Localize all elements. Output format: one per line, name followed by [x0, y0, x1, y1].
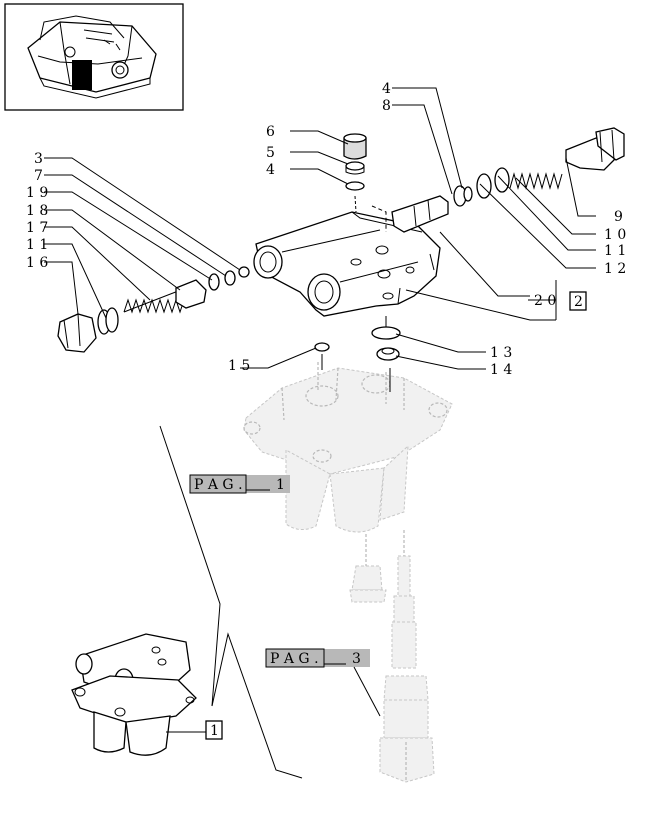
callout-5: 5	[266, 145, 275, 161]
page-ref-1[interactable]: P A G . 1	[189, 474, 290, 494]
callout-4-right: 4	[382, 81, 391, 97]
callout-3: 3	[34, 151, 43, 167]
callout-19: 1 9	[26, 185, 48, 201]
assembled-unit	[71, 633, 206, 756]
page-ref-1-number: 1	[276, 477, 285, 493]
page-ref-1-label: P A G .	[194, 477, 243, 493]
ghost-valve-body	[243, 362, 453, 783]
callout-16: 1 6	[26, 255, 48, 271]
top-cap-assembly	[343, 133, 387, 232]
callout-11-left: 1 1	[26, 237, 48, 253]
callout-13: 1 3	[490, 345, 512, 361]
thumbnail-overview	[4, 3, 184, 111]
right-plug-assembly	[391, 127, 625, 233]
boxed-references: 2 1	[205, 291, 587, 740]
callout-17: 1 7	[26, 220, 48, 236]
valve-block	[253, 211, 441, 317]
callout-9: 9	[614, 209, 623, 225]
leader-lines	[44, 87, 596, 370]
callout-14: 1 4	[490, 362, 512, 378]
left-plug-assembly	[57, 266, 250, 353]
callout-7: 7	[34, 168, 43, 184]
callout-6: 6	[266, 124, 275, 140]
callout-11-right: 1 1	[604, 243, 626, 259]
page-ref-3[interactable]: P A G . 3	[265, 648, 381, 717]
callout-4-top: 4	[266, 162, 275, 178]
callout-18: 1 8	[26, 203, 48, 219]
page-ref-3-number: 3	[352, 651, 361, 667]
box-ref-2[interactable]: 2	[574, 294, 583, 310]
callout-8: 8	[382, 98, 391, 114]
connector-lines	[159, 231, 556, 779]
box-ref-1[interactable]: 1	[210, 723, 219, 739]
page-ref-3-label: P A G .	[270, 651, 319, 667]
callout-12: 1 2	[604, 261, 626, 277]
callout-20: 2 0	[534, 293, 556, 309]
lower-seals	[314, 316, 401, 392]
callout-15: 1 5	[228, 358, 250, 374]
callout-10: 1 0	[604, 227, 626, 243]
callout-labels: 6 5 4 3 7 1 9 1 8 1 7 1 1 1 6 4 8 9 1 0 …	[26, 81, 626, 378]
